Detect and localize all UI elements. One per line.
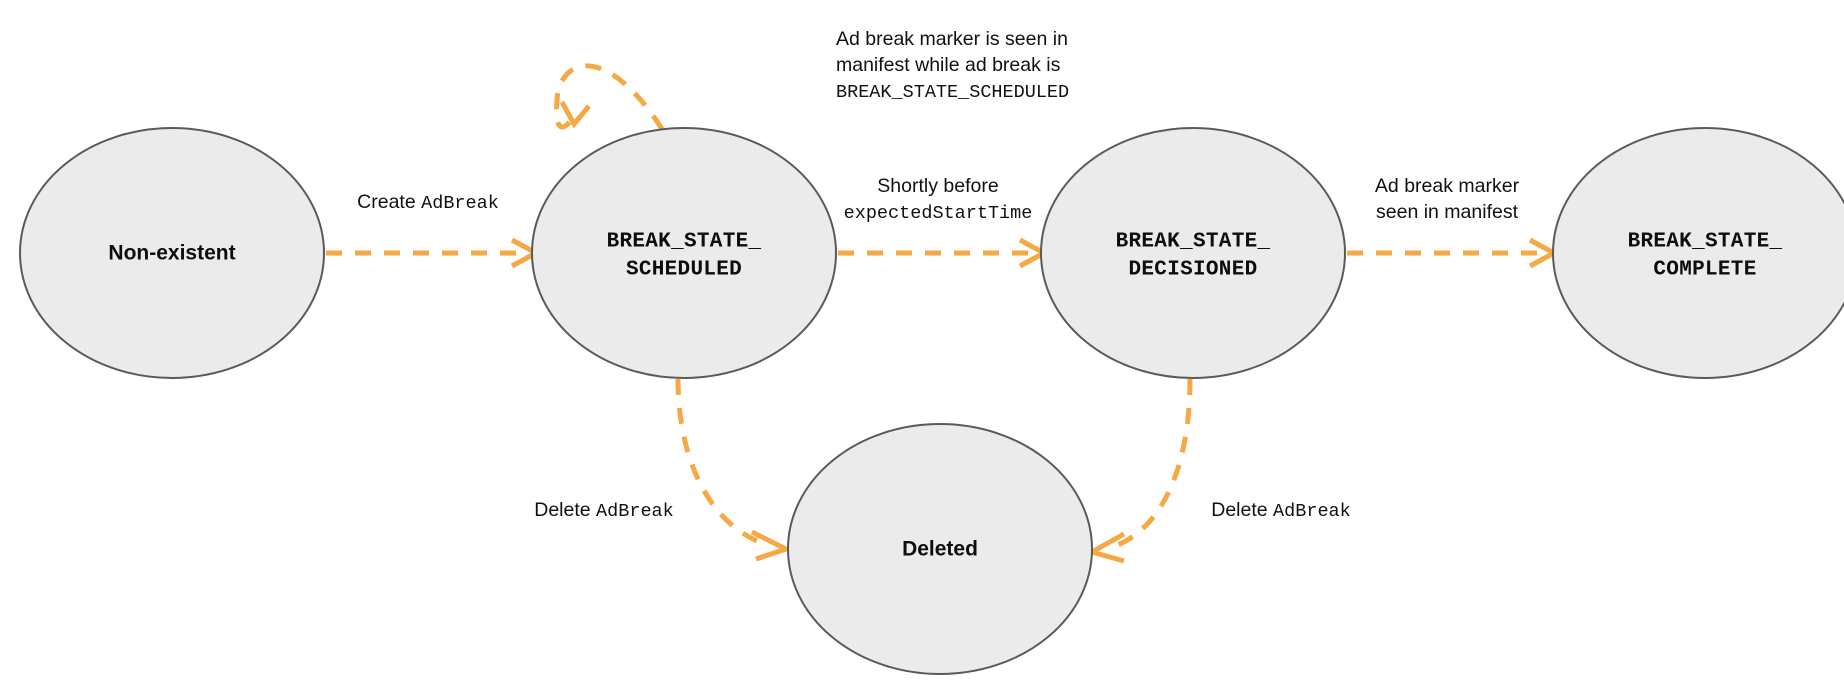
edge-label-delete-adbreak-from-decisioned: Delete AdBreak (1211, 499, 1351, 522)
node-break-state-scheduled-label-line1: BREAK_STATE_ (607, 231, 762, 254)
edge-delete-adbreak-from-decisioned (1085, 378, 1193, 564)
node-break-state-complete-shape[interactable] (1552, 127, 1844, 379)
edge-delete-adbreak-from-decisioned-line (1109, 378, 1193, 551)
node-break-state-decisioned-shape[interactable] (1040, 127, 1346, 379)
edge-delete-adbreak-from-decisioned-arrowhead (1085, 531, 1126, 564)
edge-create-adbreak (326, 237, 542, 269)
edge-delete-adbreak-from-scheduled (675, 378, 793, 562)
node-break-state-scheduled-shape[interactable] (531, 127, 837, 379)
edge-marker-seen-while-scheduled (554, 63, 665, 131)
node-break-state-decisioned-label-line2: DECISIONED (1128, 259, 1257, 282)
node-non-existent-label: Non-existent (108, 242, 235, 265)
node-non-existent[interactable]: Non-existent (19, 127, 325, 379)
edge-delete-adbreak-from-scheduled-line (675, 378, 769, 548)
node-break-state-scheduled[interactable]: BREAK_STATE_ SCHEDULED (531, 127, 837, 379)
edge-delete-adbreak-from-scheduled-arrowhead (750, 529, 793, 562)
edge-marker-seen-while-scheduled-arrowhead (559, 100, 591, 129)
node-break-state-complete-label-line2: COMPLETE (1653, 259, 1756, 282)
edge-shortly-before-expected-start-time (838, 237, 1050, 269)
node-deleted-shape[interactable] (787, 423, 1093, 675)
node-break-state-complete-label-line1: BREAK_STATE_ (1628, 231, 1783, 254)
edge-marker-seen-while-scheduled-line (554, 63, 665, 131)
node-break-state-scheduled-label-line2: SCHEDULED (626, 259, 742, 282)
node-break-state-decisioned[interactable]: BREAK_STATE_ DECISIONED (1040, 127, 1346, 379)
node-break-state-decisioned-label-line1: BREAK_STATE_ (1116, 231, 1271, 254)
node-deleted-label: Deleted (902, 538, 978, 561)
node-break-state-complete[interactable]: BREAK_STATE_ COMPLETE (1552, 127, 1844, 379)
node-deleted[interactable]: Deleted (787, 423, 1093, 675)
node-non-existent-shape[interactable] (19, 127, 325, 379)
edge-label-delete-adbreak-from-scheduled: Delete AdBreak (534, 499, 674, 522)
edge-marker-seen-in-manifest (1347, 237, 1560, 269)
edge-label-create-adbreak: Create AdBreak (357, 191, 499, 214)
